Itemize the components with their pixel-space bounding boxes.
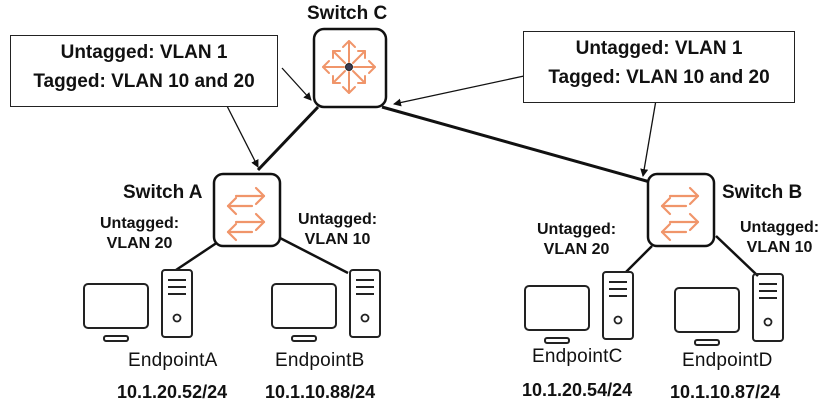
callout-arrow-right-to-b bbox=[640, 99, 657, 177]
trunk-callout-left: Untagged: VLAN 1 Tagged: VLAN 10 and 20 bbox=[10, 35, 278, 107]
endpoint-a-computer-icon[interactable] bbox=[83, 269, 193, 342]
endpoint-d-name: EndpointD bbox=[682, 350, 773, 371]
endpoint-b-name: EndpointB bbox=[275, 350, 365, 371]
access-link-a-endpointb bbox=[279, 236, 349, 275]
endpoint-c-name: EndpointC bbox=[532, 346, 623, 367]
switch-c[interactable] bbox=[312, 27, 388, 109]
endpoint-a-ip: 10.1.20.52/24 bbox=[117, 382, 228, 402]
switch-c-label: Switch C bbox=[307, 3, 388, 24]
callout-arrow-left-to-a bbox=[225, 103, 259, 168]
port-label-a-left: Untagged: VLAN 20 bbox=[100, 215, 180, 252]
callout-arrow-right-to-c bbox=[393, 75, 525, 107]
switch-a-label: Switch A bbox=[123, 182, 203, 203]
endpoint-d-computer-icon[interactable] bbox=[674, 273, 784, 346]
trunk-untagged-label: Untagged: VLAN 1 bbox=[575, 38, 743, 59]
access-link-b-endpointc bbox=[625, 245, 653, 273]
port-label-a-right: Untagged: VLAN 10 bbox=[298, 211, 378, 248]
trunk-untagged-label: Untagged: VLAN 1 bbox=[60, 42, 228, 63]
trunk-tagged-label: Tagged: VLAN 10 and 20 bbox=[33, 71, 255, 92]
endpoint-c-ip: 10.1.20.54/24 bbox=[522, 380, 633, 400]
trunk-tagged-label: Tagged: VLAN 10 and 20 bbox=[548, 67, 770, 88]
endpoint-b-ip: 10.1.10.88/24 bbox=[265, 382, 376, 402]
trunk-link-c-a bbox=[256, 105, 320, 172]
callout-arrow-left-to-c bbox=[281, 67, 312, 101]
trunk-link-c-b bbox=[381, 105, 651, 184]
switch-b-label: Switch B bbox=[722, 182, 803, 203]
switch-a[interactable] bbox=[212, 172, 282, 248]
port-label-b-right: Untagged: VLAN 10 bbox=[740, 219, 820, 256]
core-switch-icon bbox=[322, 40, 376, 94]
access-link-b-endpointd bbox=[715, 235, 759, 277]
switch-b[interactable] bbox=[646, 172, 716, 248]
endpoint-a-name: EndpointA bbox=[128, 350, 218, 371]
endpoint-c-computer-icon[interactable] bbox=[524, 271, 634, 344]
port-label-b-left: Untagged: VLAN 20 bbox=[537, 221, 617, 258]
endpoint-b-computer-icon[interactable] bbox=[271, 269, 381, 342]
access-link-a-endpointa bbox=[175, 240, 219, 272]
endpoint-d-ip: 10.1.10.87/24 bbox=[670, 382, 781, 402]
trunk-callout-right: Untagged: VLAN 1 Tagged: VLAN 10 and 20 bbox=[523, 31, 795, 103]
